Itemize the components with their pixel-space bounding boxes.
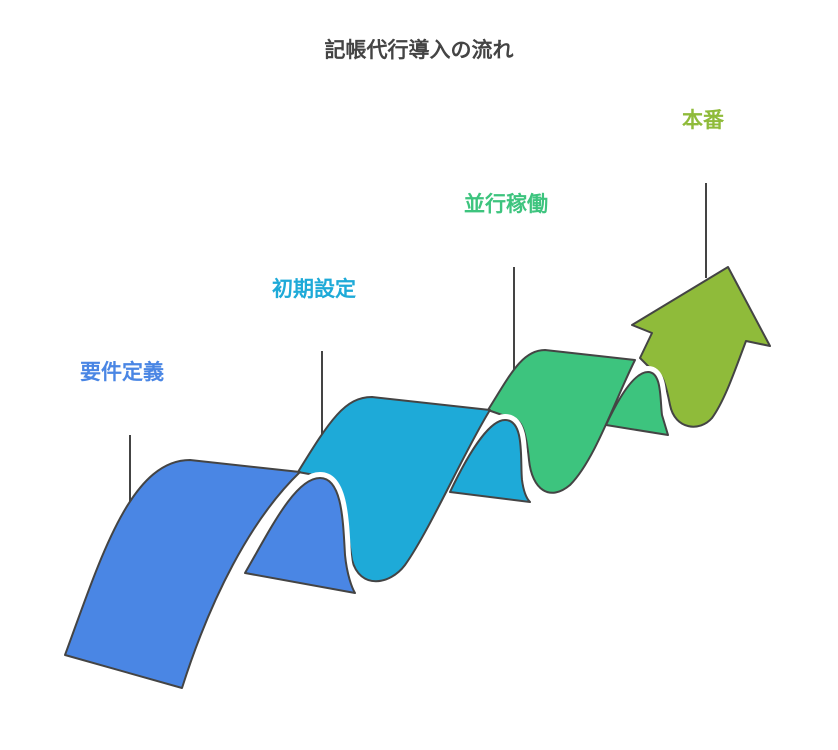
- step-label-2: 初期設定: [272, 277, 356, 301]
- band-back-step-3: [605, 371, 669, 436]
- step-label-1: 要件定義: [80, 360, 164, 384]
- band-back-step-1: [244, 477, 356, 594]
- band-back-step-2: [449, 419, 531, 503]
- step-label-4: 本番: [682, 108, 724, 132]
- band-step-3: [487, 349, 636, 494]
- diagram-title: 記帳代行導入の流れ: [324, 38, 514, 62]
- band-step-1: [64, 459, 301, 689]
- step-label-3: 並行稼働: [464, 192, 548, 216]
